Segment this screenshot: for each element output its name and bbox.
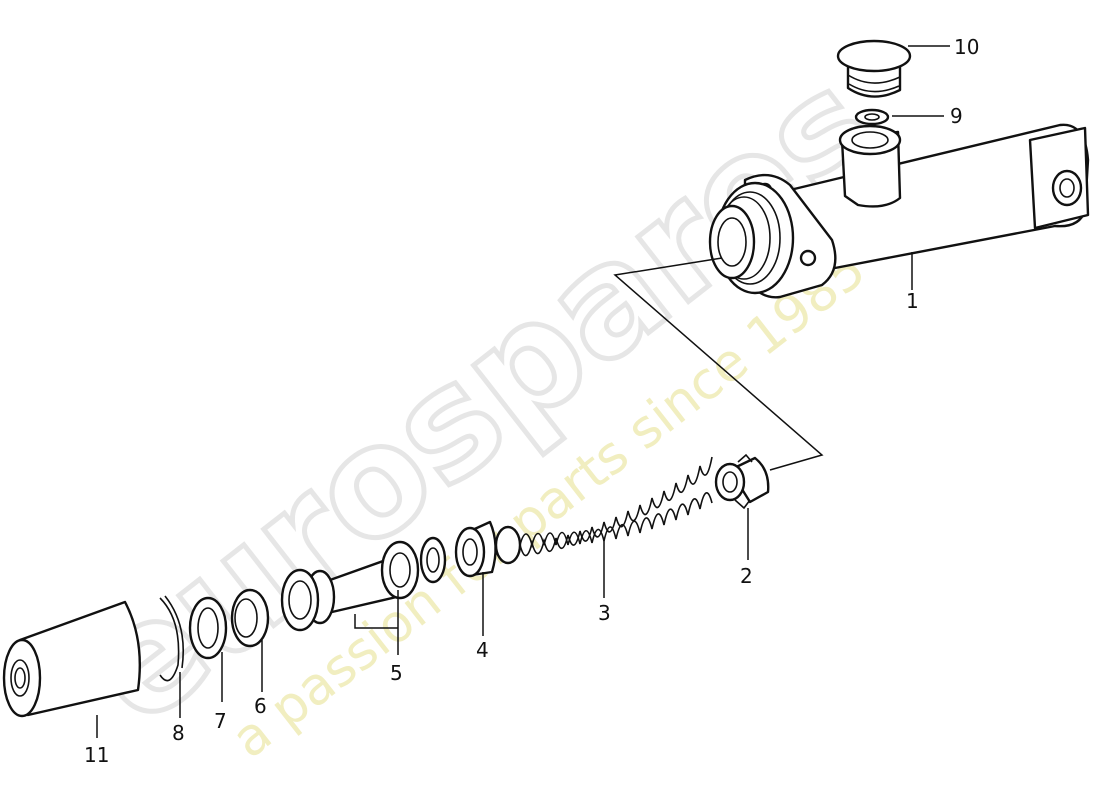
callout-10: 10 bbox=[954, 35, 979, 59]
callout-11: 11 bbox=[84, 743, 109, 767]
part-8-circlip bbox=[159, 595, 185, 682]
callout-5: 5 bbox=[390, 661, 403, 685]
callout-9: 9 bbox=[950, 104, 963, 128]
part-9-washer bbox=[854, 108, 890, 126]
part-5-piston-assembly bbox=[280, 536, 447, 632]
part-11-dust-boot bbox=[2, 600, 141, 718]
callout-3: 3 bbox=[598, 601, 611, 625]
part-4-spring-seat bbox=[454, 520, 497, 578]
callout-6: 6 bbox=[254, 694, 267, 718]
part-7-ring bbox=[188, 596, 228, 660]
part-6-seal bbox=[230, 588, 270, 648]
part-2-sleeve bbox=[714, 453, 770, 510]
callout-2: 2 bbox=[740, 564, 753, 588]
part-10-reservoir-cap bbox=[836, 39, 912, 98]
callout-labels: 1 2 3 4 5 6 7 8 9 10 11 bbox=[84, 35, 979, 767]
callout-8: 8 bbox=[172, 721, 185, 745]
leader-5 bbox=[354, 590, 399, 655]
callout-4: 4 bbox=[476, 638, 489, 662]
assembly-reference-lines bbox=[613, 257, 824, 471]
part-1-cylinder-body bbox=[708, 123, 1090, 299]
callout-1: 1 bbox=[906, 289, 919, 313]
leader-lines bbox=[96, 45, 950, 738]
part-3-spring bbox=[494, 456, 713, 565]
callout-7: 7 bbox=[214, 709, 227, 733]
